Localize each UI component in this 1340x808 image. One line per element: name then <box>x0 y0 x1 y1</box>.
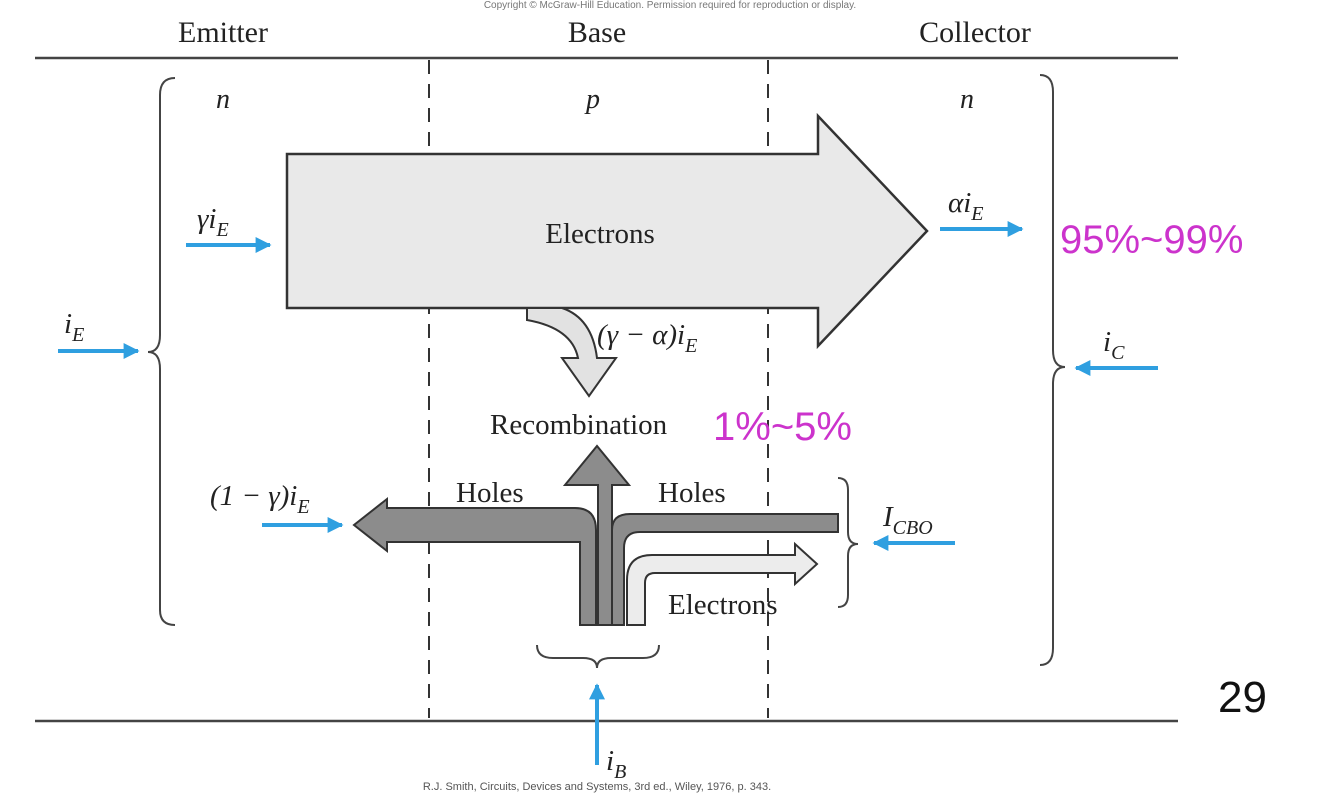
collector-type-label: n <box>960 84 974 115</box>
base-heading: Base <box>568 16 626 49</box>
icbo-brace <box>837 477 859 608</box>
emitter-heading: Emitter <box>178 16 268 49</box>
ib-symbol: iB <box>606 745 626 783</box>
collector-heading: Collector <box>919 16 1031 49</box>
copyright-notice: Copyright © McGraw-Hill Education. Permi… <box>484 0 856 11</box>
recombination-label: Recombination <box>490 409 668 441</box>
electron-flow-arrow <box>285 112 929 350</box>
emitter-type-label: n <box>216 84 230 115</box>
gamma-ie-symbol: γiE <box>197 203 229 241</box>
holes-left-arrow <box>352 496 597 626</box>
base-current-brace <box>536 644 660 669</box>
gamma-minus-alpha-ie-symbol: (γ − α)iE <box>597 319 697 357</box>
collector-percentage: 95%~99% <box>1060 218 1243 262</box>
collector-brace <box>1039 74 1066 666</box>
holes-right-label: Holes <box>658 477 726 509</box>
ie-symbol: iE <box>64 308 84 346</box>
recombination-arrow <box>526 307 618 398</box>
holes-left-label: Holes <box>456 477 524 509</box>
page-number: 29 <box>1218 673 1267 722</box>
base-type-label: p <box>584 84 600 115</box>
holes-right-arrow <box>611 513 839 626</box>
icbo-symbol: ICBO <box>882 501 933 539</box>
electrons-small-arrow <box>626 541 819 626</box>
recombination-percentage: 1%~5% <box>713 405 852 449</box>
electrons-small-label: Electrons <box>668 589 778 621</box>
ic-symbol: iC <box>1103 326 1125 364</box>
one-minus-gamma-ie-symbol: (1 − γ)iE <box>210 480 310 518</box>
electrons-main-label: Electrons <box>545 218 655 250</box>
alpha-ie-symbol: αiE <box>948 187 984 225</box>
source-credit: R.J. Smith, Circuits, Devices and System… <box>423 781 771 793</box>
emitter-brace <box>147 77 176 626</box>
